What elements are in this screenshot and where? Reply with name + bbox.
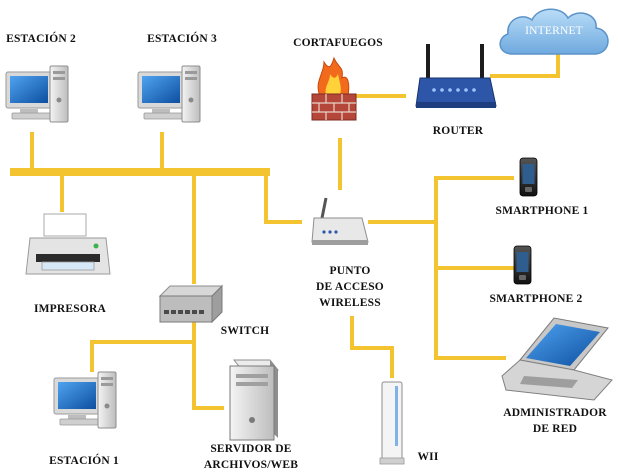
cable-lines	[10, 52, 560, 410]
switch-label: SWITCH	[220, 325, 270, 337]
server-tower-icon	[229, 359, 280, 441]
estacion2-label: ESTACIÓN 2	[6, 33, 76, 45]
estacion3-desktop-icon	[137, 65, 201, 123]
admin-label-line1: ADMINISTRADOR	[503, 407, 607, 419]
internet-cloud-icon	[499, 8, 609, 55]
firewall-icon	[311, 56, 357, 121]
smartphone1-label: SMARTPHONE 1	[495, 205, 589, 217]
access-point-label-line1: PUNTO	[329, 265, 371, 277]
router-label: ROUTER	[432, 125, 484, 137]
estacion2-desktop-icon	[5, 65, 69, 123]
cortafuegos-label: CORTAFUEGOS	[293, 37, 383, 49]
access-point-label-line3: WIRELESS	[319, 297, 381, 309]
servidor-label-line1: SERVIDOR DE	[210, 443, 292, 455]
smartphone-2-icon	[513, 245, 532, 285]
impresora-label: IMPRESORA	[33, 303, 107, 315]
router-icon	[415, 44, 497, 108]
estacion1-label: ESTACIÓN 1	[49, 455, 119, 467]
estacion3-label: ESTACIÓN 3	[147, 33, 217, 45]
estacion1-desktop-icon	[53, 371, 117, 429]
internet-label: INTERNET	[525, 25, 583, 37]
wireless-access-point-icon	[311, 197, 369, 245]
network-switch-icon	[158, 284, 224, 324]
servidor-label-line2: ARCHIVOS/WEB	[203, 459, 299, 471]
smartphone-1-icon	[519, 157, 538, 197]
admin-label-line2: DE RED	[532, 423, 578, 435]
wii-label: WII	[417, 451, 439, 463]
access-point-label-line2: DE ACCESO	[316, 281, 384, 293]
smartphone2-label: SMARTPHONE 2	[489, 293, 583, 305]
printer-icon	[25, 213, 111, 275]
laptop-icon	[501, 317, 613, 401]
game-console-icon	[379, 381, 405, 465]
